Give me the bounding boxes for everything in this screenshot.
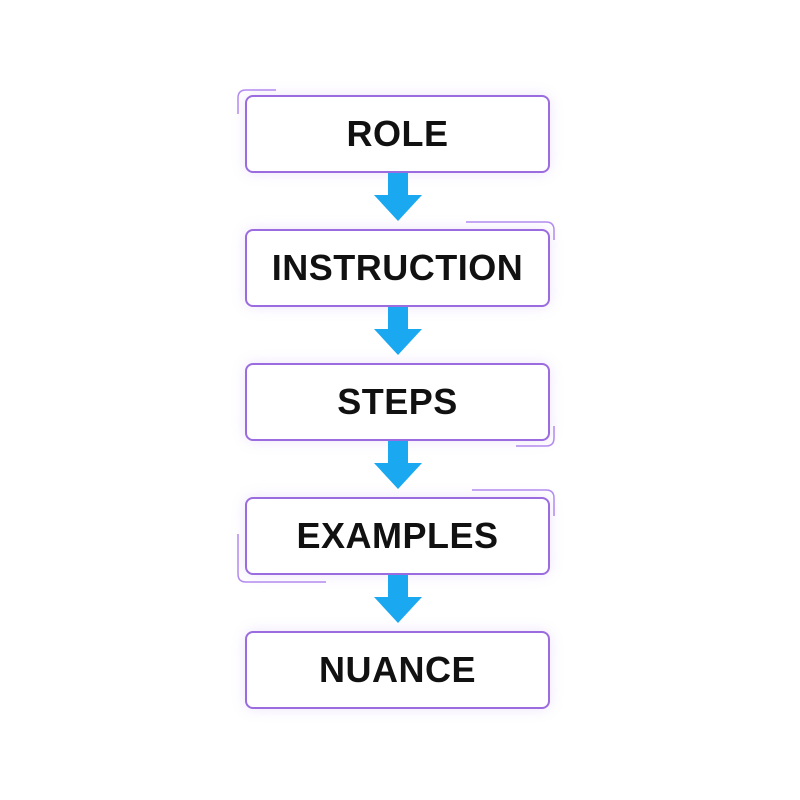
step-box-instruction: INSTRUCTION xyxy=(245,229,550,307)
step-box-examples: EXAMPLES xyxy=(245,497,550,575)
step-box-steps: STEPS xyxy=(245,363,550,441)
step-box-role: ROLE xyxy=(245,95,550,173)
step-label-instruction: INSTRUCTION xyxy=(271,247,524,288)
down-arrow-icon xyxy=(374,173,422,221)
step-label-nuance: NUANCE xyxy=(318,649,476,690)
down-arrow-icon xyxy=(374,441,422,489)
step-box-nuance: NUANCE xyxy=(245,631,550,709)
down-arrow-icon xyxy=(374,575,422,623)
step-label-examples: EXAMPLES xyxy=(296,515,499,556)
step-label-role: ROLE xyxy=(346,113,449,154)
step-label-steps: STEPS xyxy=(337,381,458,422)
down-arrow-icon xyxy=(374,307,422,355)
